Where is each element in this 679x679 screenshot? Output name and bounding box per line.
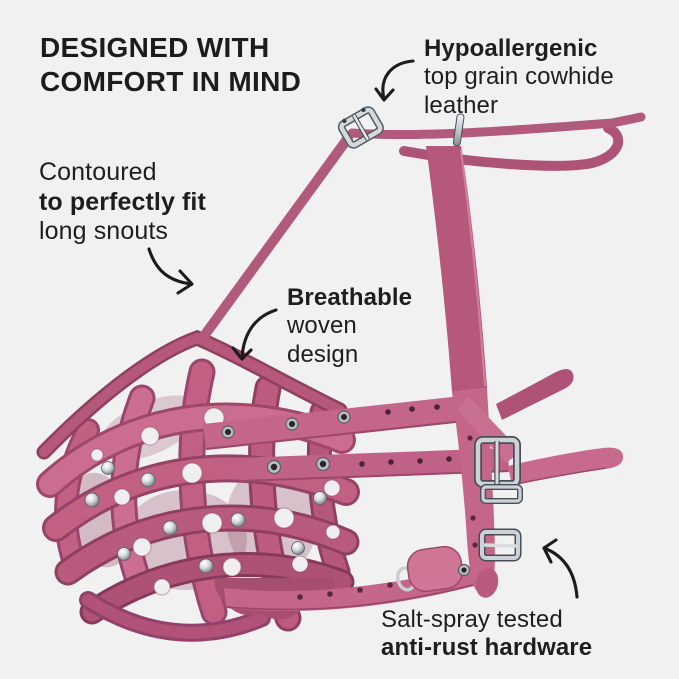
callout-hypoallergenic: Hypoallergenic top grain cowhide leather (424, 35, 614, 120)
side-buckle-assembly (458, 368, 624, 562)
side-straps (203, 394, 509, 482)
callout-contoured-line3: long snouts (39, 217, 168, 245)
page-title: DESIGNED WITH COMFORT IN MIND (40, 31, 301, 98)
arrow-hypoallergenic-icon (374, 59, 415, 102)
arrow-contoured-icon (147, 247, 194, 295)
callout-hardware-line1: Salt-spray tested (381, 606, 563, 633)
callout-contoured: Contoured to perfectly fit long snouts (39, 158, 206, 247)
callout-breathable: Breathable woven design (287, 284, 412, 369)
top-buckle (337, 106, 384, 149)
callout-breathable-title: Breathable (287, 284, 413, 311)
arrow-breathable-icon (231, 308, 278, 361)
callout-hypoallergenic-line2: top grain cowhide (424, 63, 614, 91)
basket-rivets (84, 461, 327, 574)
callout-contoured-line2: to perfectly fit (39, 187, 206, 216)
neck-strap (199, 106, 646, 341)
callout-breathable-line2: woven (287, 312, 357, 340)
chin-strap (215, 545, 474, 620)
callout-hypoallergenic-line3: leather (424, 91, 499, 119)
callout-breathable-line3: design (287, 340, 359, 368)
headline-line2: COMFORT IN MIND (40, 65, 302, 97)
headline-line1: DESIGNED WITH (40, 32, 270, 63)
strap-keeper-pin (452, 113, 465, 147)
callout-hardware: Salt-spray tested anti-rust hardware (381, 606, 592, 663)
callout-hardware-line2: anti-rust hardware (381, 634, 593, 662)
callout-contoured-line1: Contoured (39, 158, 157, 186)
arrow-hardware-icon (542, 538, 579, 599)
callout-hypoallergenic-title: Hypoallergenic (424, 35, 598, 62)
